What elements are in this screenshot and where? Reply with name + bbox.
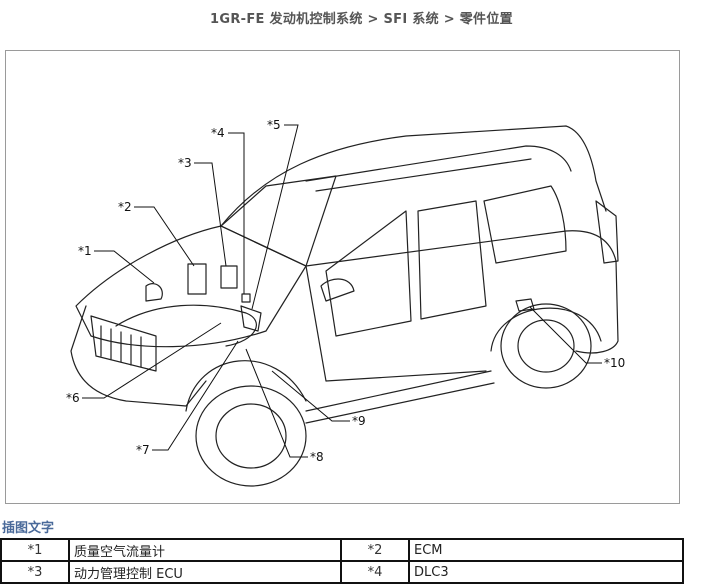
leader-7 (152, 340, 239, 451)
rear-sensor-shape (515, 298, 535, 312)
callout-6: *6 (66, 391, 80, 405)
callout-4: *4 (211, 126, 225, 140)
rear-lamp (595, 200, 619, 264)
callout-7: *7 (136, 443, 150, 457)
legend-text: 质量空气流量计 (68, 538, 342, 562)
legend-text: ECM (408, 538, 684, 562)
leader-4 (228, 132, 245, 294)
front-door-window (325, 210, 412, 337)
side-mirror (320, 278, 355, 302)
roof-rail-inner (315, 158, 532, 192)
leader-5 (251, 124, 299, 310)
legend-heading: 插图文字 (2, 521, 55, 536)
hood (75, 225, 307, 348)
leader-10 (529, 306, 602, 364)
legend-code: *3 (0, 560, 70, 584)
callout-10: *10 (604, 356, 625, 370)
leader-8 (245, 348, 308, 458)
rear-wheel-arch (490, 307, 602, 352)
rear-wheel (500, 303, 592, 389)
grille-bars (100, 325, 142, 368)
table-row: *3 动力管理控制 ECU *4 DLC3 (0, 560, 684, 584)
front-wheel (195, 385, 307, 487)
callout-2: *2 (118, 200, 132, 214)
callout-9: *9 (352, 414, 366, 428)
callout-8: *8 (310, 450, 324, 464)
running-board (305, 370, 495, 424)
roof-rail (305, 145, 572, 182)
roof-outline (220, 125, 607, 227)
grille (90, 315, 157, 372)
legend-text: 动力管理控制 ECU (68, 560, 342, 584)
legend-table: *1 质量空气流量计 *2 ECM *3 动力管理控制 ECU *4 DLC3 (0, 538, 684, 584)
leader-2 (134, 206, 195, 267)
dlc3-box (241, 293, 251, 303)
engine-hoses (115, 304, 257, 347)
callout-5: *5 (267, 118, 281, 132)
leader-3 (194, 162, 227, 267)
power-mgmt-ecu-box (220, 265, 238, 289)
ecm-box (187, 263, 207, 295)
door-line (305, 265, 487, 382)
leader-1 (94, 250, 155, 284)
legend-code: *2 (340, 538, 410, 562)
legend-text: DLC3 (408, 560, 684, 584)
component-location-figure: *1 *2 *3 *4 *5 *6 *7 *8 *9 *10 (5, 50, 680, 504)
legend-code: *1 (0, 538, 70, 562)
front-bumper (70, 305, 207, 407)
quarter-window (483, 185, 567, 264)
table-row: *1 质量空气流量计 *2 ECM (0, 538, 684, 562)
throttle-body-shape (240, 305, 262, 332)
rear-door-window (417, 200, 487, 320)
leader-6 (82, 322, 222, 399)
callout-1: *1 (78, 244, 92, 258)
callout-3: *3 (178, 156, 192, 170)
vehicle-illustration: *1 *2 *3 *4 *5 *6 *7 *8 *9 *10 (66, 118, 625, 487)
front-wheel-arch (185, 360, 307, 412)
maf-meter-shape (145, 283, 163, 302)
leader-9 (271, 370, 350, 422)
page-title: 1GR-FE 发动机控制系统 > SFI 系统 > 零件位置 (210, 12, 513, 27)
legend-code: *4 (340, 560, 410, 584)
